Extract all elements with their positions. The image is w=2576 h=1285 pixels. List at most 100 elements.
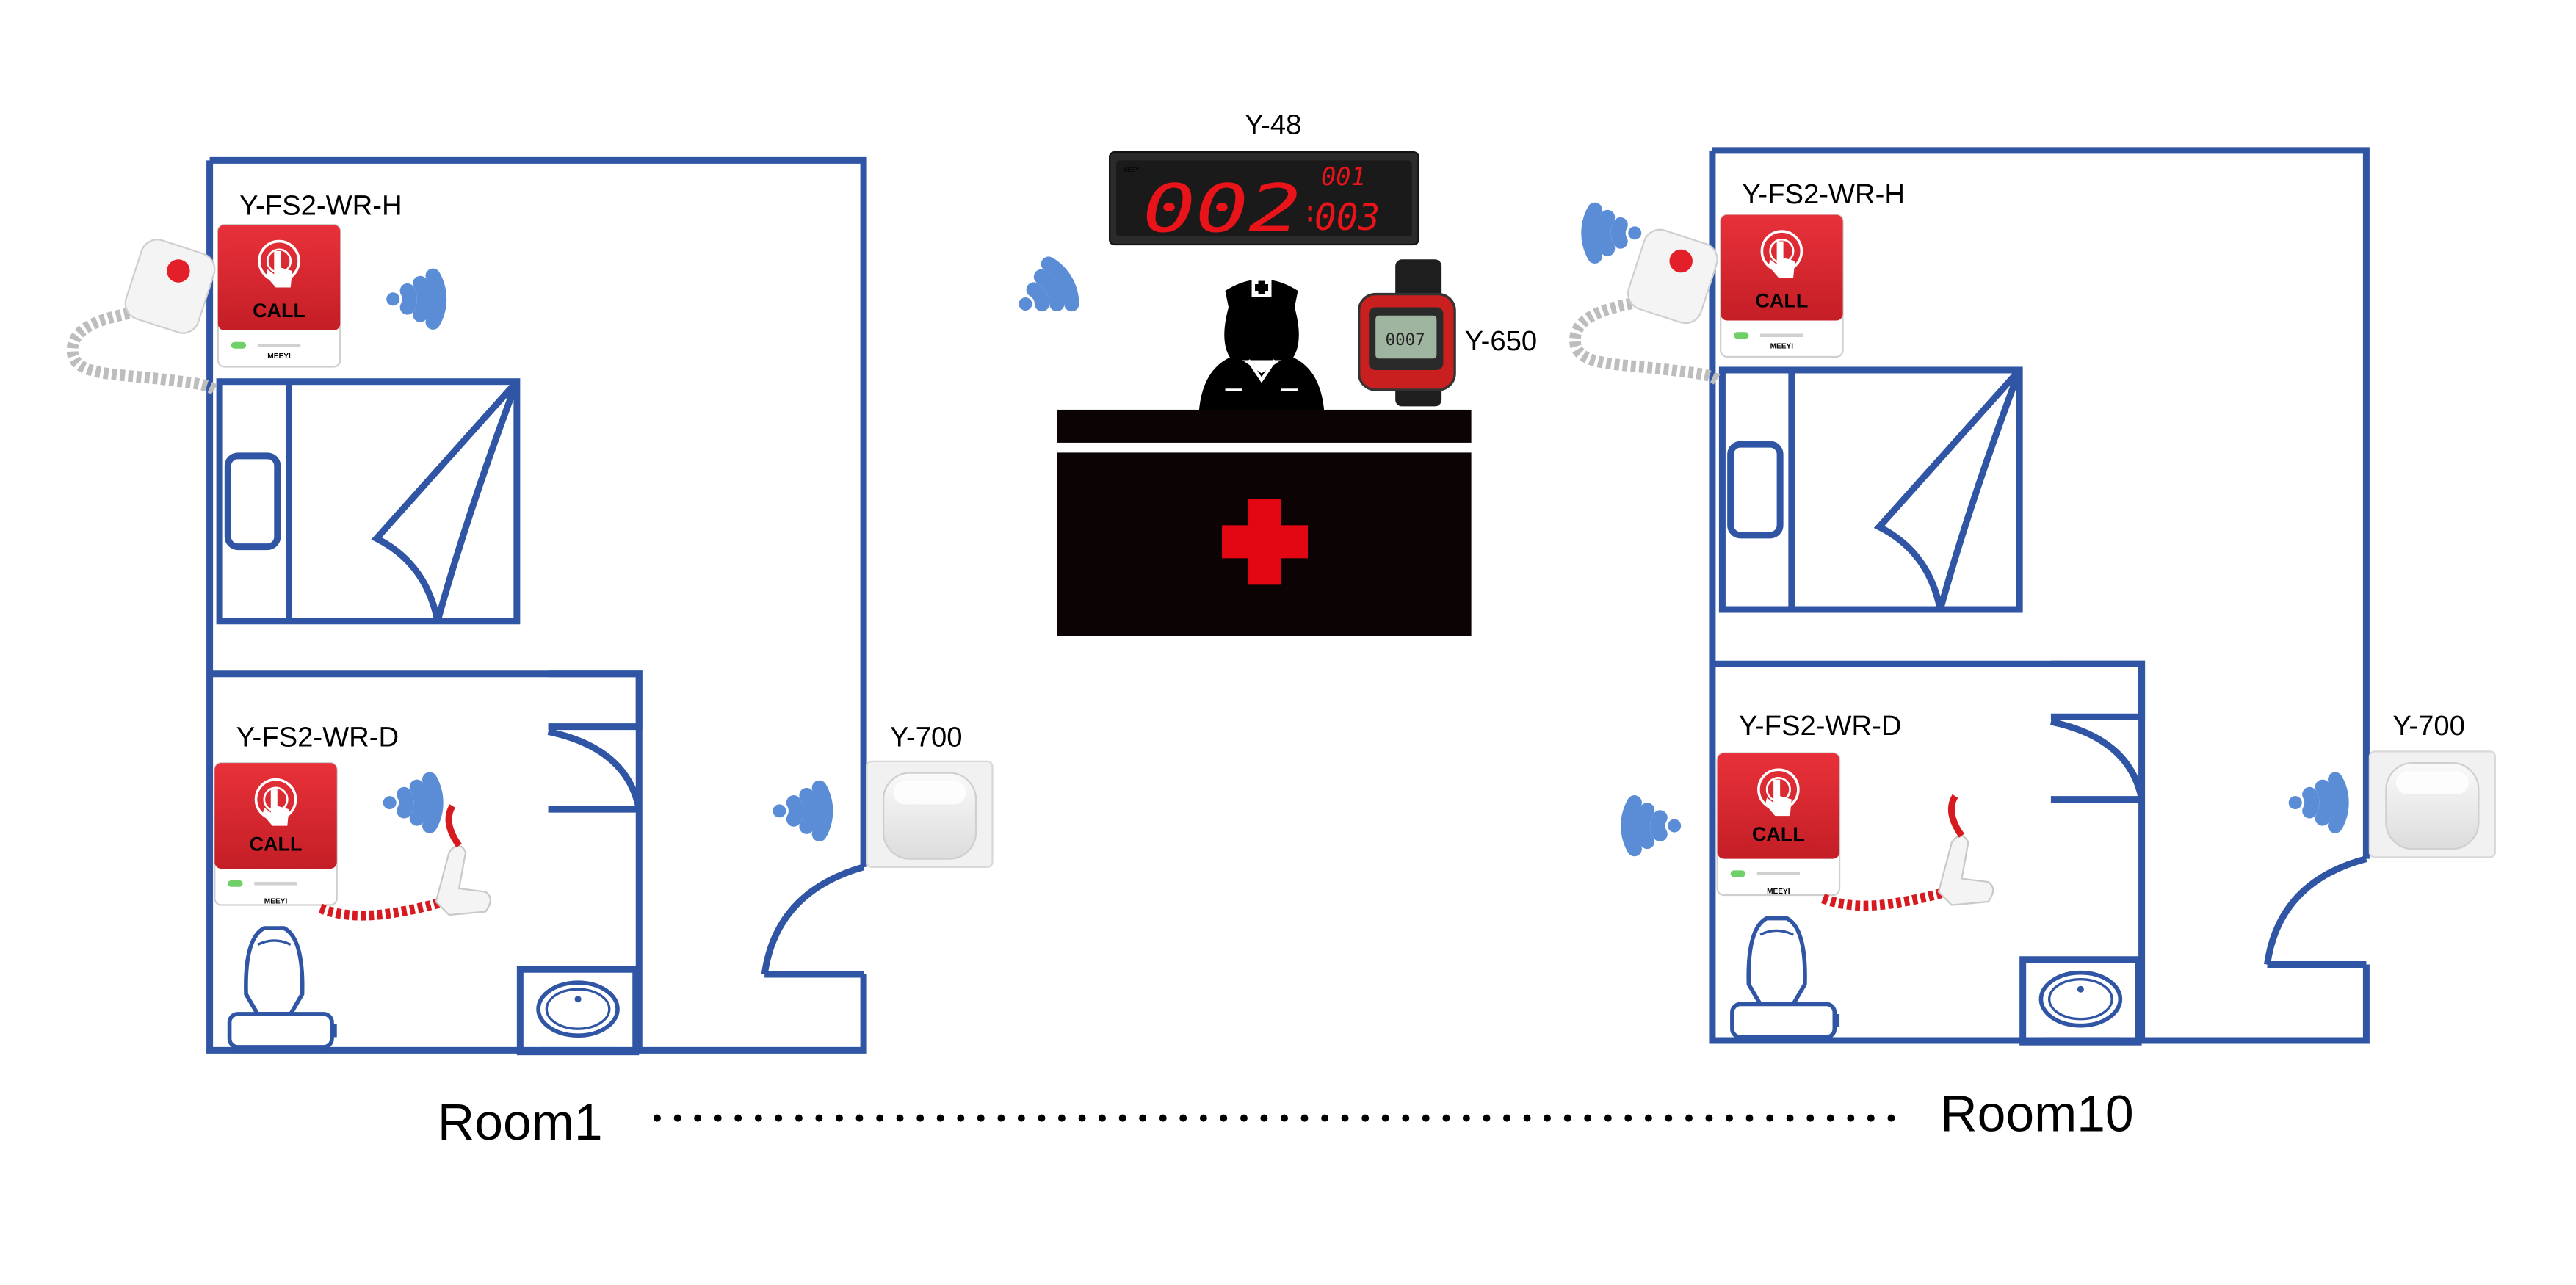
dot xyxy=(1260,1114,1268,1122)
dot xyxy=(1118,1114,1126,1122)
room-1-washbasin xyxy=(520,969,635,1051)
dot xyxy=(997,1114,1005,1122)
dot xyxy=(1179,1114,1187,1122)
watch-pager-y650: 0007 xyxy=(1358,259,1456,407)
dot xyxy=(815,1114,823,1122)
dot xyxy=(1220,1114,1228,1122)
room-1-name: Room1 xyxy=(438,1093,603,1151)
room-1-plan xyxy=(206,156,867,1051)
dot xyxy=(734,1114,742,1122)
dot xyxy=(1523,1114,1531,1122)
room-10-wall xyxy=(1712,147,2370,859)
dot xyxy=(654,1114,661,1122)
display-brand: MEEYI xyxy=(1123,167,1140,173)
room-1-bedside-call-unit: CALL MEEYI Y-FS2-WR-H xyxy=(73,190,439,390)
dot xyxy=(1563,1114,1571,1122)
room-10-corridor-signal-icon xyxy=(2289,780,2342,826)
dot xyxy=(1806,1114,1815,1122)
dot xyxy=(1159,1114,1167,1122)
room-1-corridor-light-unit: Y-700 xyxy=(773,722,994,868)
room-1-wall xyxy=(209,156,867,867)
dot xyxy=(1361,1114,1370,1122)
dot xyxy=(1867,1114,1875,1122)
dot xyxy=(1057,1114,1066,1122)
display-top-right-number: 001 xyxy=(1321,162,1366,191)
dot xyxy=(1786,1114,1794,1122)
dot xyxy=(957,1114,965,1122)
dot xyxy=(1281,1114,1288,1122)
dot xyxy=(1726,1114,1734,1122)
dot xyxy=(1604,1114,1612,1122)
room-10-washbasin xyxy=(2023,960,2138,1042)
room-10-bathroom-door xyxy=(2051,664,2142,799)
dot xyxy=(876,1114,884,1122)
room-10-bedside-call-text: CALL xyxy=(1755,290,1808,312)
room-10-bed xyxy=(1722,370,2019,609)
dot xyxy=(1422,1114,1430,1122)
room-1-bathroom-brand: MEEYI xyxy=(264,897,288,905)
dot xyxy=(836,1114,843,1122)
dot xyxy=(754,1114,762,1122)
room-1-pullcord-icon xyxy=(320,806,491,916)
room-1-bedside-call-button xyxy=(217,223,342,369)
room-1-bathroom-model-label: Y-FS2-WR-D xyxy=(236,722,399,753)
dot xyxy=(1017,1114,1025,1122)
dot xyxy=(1584,1114,1592,1122)
dot xyxy=(1847,1114,1855,1122)
dot xyxy=(1544,1114,1551,1122)
room-10-corridor-light xyxy=(2368,750,2496,858)
room-1-handset-icon xyxy=(73,236,219,390)
dot xyxy=(1099,1114,1106,1122)
room-1-bedside-model-label: Y-FS2-WR-H xyxy=(239,190,402,222)
room-10-plan xyxy=(1709,147,2370,1042)
dot xyxy=(1300,1114,1309,1122)
dot xyxy=(896,1114,904,1122)
room-10-toilet xyxy=(1732,919,1839,1038)
dot xyxy=(673,1114,681,1122)
display-colon: : xyxy=(1301,194,1319,229)
dot xyxy=(1381,1114,1389,1122)
room-10-bathroom-call-unit: CALL MEEYI Y-FS2-WR-D xyxy=(1628,710,1993,905)
dot xyxy=(1685,1114,1693,1122)
room-1-bathroom-signal-icon xyxy=(383,780,436,826)
room-10-bedside-call-unit: CALL MEEYI Y-FS2-WR-H xyxy=(1575,178,1905,380)
watch-screen-text: 0007 xyxy=(1386,330,1425,350)
dot xyxy=(1665,1114,1673,1122)
room-10-corridor-light-model-label: Y-700 xyxy=(2392,710,2464,742)
dot xyxy=(916,1114,925,1122)
room-10-bathroom-brand: MEEYI xyxy=(1767,888,1790,896)
room-10-bathroom-model-label: Y-FS2-WR-D xyxy=(1739,710,1902,742)
room-10-bedside-signal-icon xyxy=(1588,210,1641,256)
nurse-station: Y-48 MEEYI 002 001 003 : xyxy=(1008,109,1537,637)
dot xyxy=(1644,1114,1652,1122)
dot xyxy=(1139,1114,1147,1122)
dot xyxy=(1199,1114,1207,1122)
dot xyxy=(775,1114,783,1122)
dot xyxy=(855,1114,864,1122)
dot xyxy=(1038,1114,1046,1122)
room-1-bathroom-call-text: CALL xyxy=(250,833,303,855)
watch-model-label: Y-650 xyxy=(1465,325,1537,357)
room-1-corridor-signal-icon xyxy=(773,788,825,834)
dot xyxy=(1483,1114,1491,1122)
display-model-label: Y-48 xyxy=(1245,109,1301,140)
dot xyxy=(1705,1114,1713,1122)
led-display-y48: MEEYI 002 001 003 : xyxy=(1109,151,1419,247)
dot xyxy=(714,1114,722,1122)
room-1-corridor-light-model-label: Y-700 xyxy=(890,722,962,753)
display-bottom-right-number: 003 xyxy=(1314,196,1380,239)
dot xyxy=(1766,1114,1774,1122)
room-1-bathroom-call-unit: CALL MEEYI Y-FS2-WR-D xyxy=(213,722,491,916)
room-1-corridor-light xyxy=(866,760,994,868)
room-1-door-swing xyxy=(761,864,865,975)
station-signal-icon xyxy=(1008,261,1077,327)
room-1-bedside-signal-icon xyxy=(386,276,439,322)
room-1-bedside-brand: MEEYI xyxy=(267,352,291,361)
dot xyxy=(1240,1114,1248,1122)
room-10-bathroom-call-text: CALL xyxy=(1752,823,1805,845)
dot xyxy=(977,1114,985,1122)
room-10-bedside-call-button xyxy=(1719,213,1845,358)
room-range-dotted-line xyxy=(654,1114,1895,1122)
dot xyxy=(936,1114,944,1122)
